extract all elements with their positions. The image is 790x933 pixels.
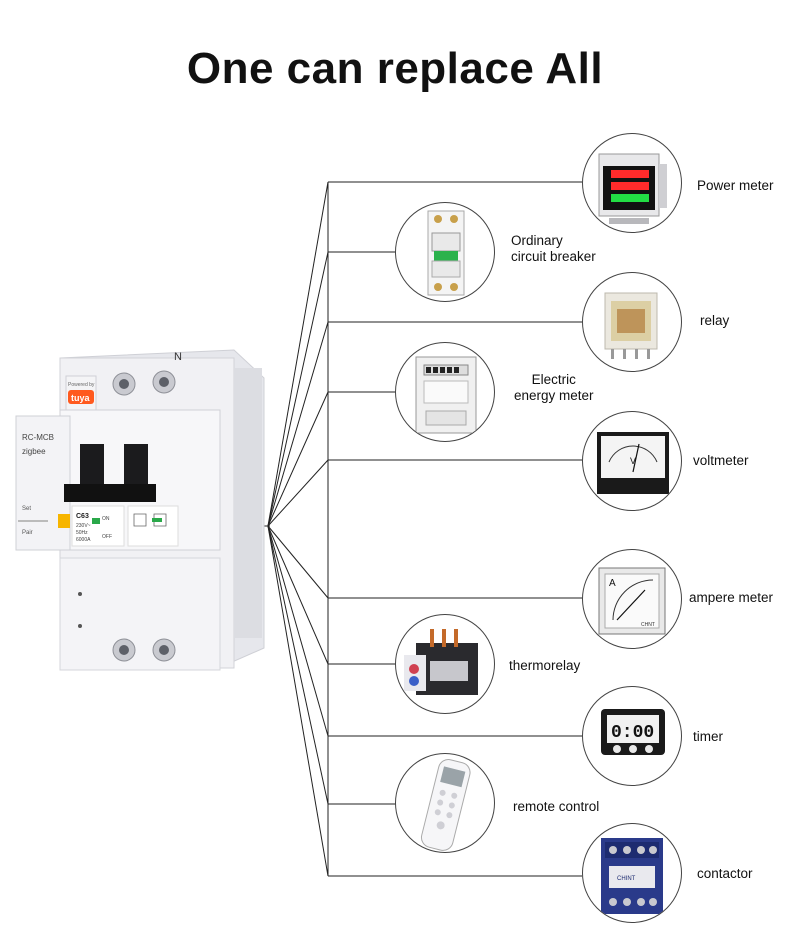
pair-label: Pair	[22, 530, 33, 536]
neutral-label: N	[174, 351, 182, 363]
model-label: RC-MCB	[22, 433, 54, 442]
powered-by-text: Powered by	[68, 382, 95, 388]
energy-meter-icon	[395, 342, 495, 442]
capacity-label: 6000A	[76, 537, 91, 543]
tuya-logo: tuya	[71, 393, 91, 403]
voltmeter-icon: V	[582, 411, 682, 511]
relay-icon	[582, 272, 682, 372]
label-circuit-breaker: Ordinary circuit breaker	[511, 233, 596, 264]
timer-icon: 0:00	[582, 686, 682, 786]
label-timer: timer	[693, 729, 723, 744]
label-voltmeter: voltmeter	[693, 453, 749, 468]
zigbee-label: zigbee	[22, 447, 46, 456]
contactor-brand: CHINT	[617, 876, 636, 882]
ampere-meter-icon: A CHNT	[582, 549, 682, 649]
off-label: OFF	[102, 534, 112, 540]
label-remote-control: remote control	[513, 799, 600, 814]
label-energy-meter: Electric energy meter	[514, 372, 594, 403]
ampere-brand: CHNT	[641, 622, 655, 628]
page-title: One can replace All	[186, 44, 604, 93]
frequency-label: 50Hz	[76, 530, 88, 536]
remote-control-icon	[395, 753, 495, 853]
label-thermorelay: thermorelay	[509, 658, 581, 673]
voltage-label: 230V~	[76, 523, 91, 529]
smart-circuit-breaker-image: N Powered by tuya RC-MCB zigbee Set Pair…	[14, 348, 274, 698]
label-ampere-meter: ampere meter	[689, 590, 774, 605]
label-relay: relay	[700, 313, 730, 328]
set-label: Set	[22, 506, 31, 512]
on-label: ON	[102, 516, 110, 522]
power-meter-icon	[582, 133, 682, 233]
circuit-breaker-icon	[395, 202, 495, 302]
timer-display: 0:00	[611, 723, 654, 743]
label-contactor: contactor	[697, 866, 753, 881]
contactor-icon: CHINT	[582, 823, 682, 923]
label-power-meter: Power meter	[697, 178, 774, 193]
voltmeter-unit: V	[630, 456, 636, 466]
rating-label: C63	[76, 513, 89, 520]
ampere-unit: A	[609, 578, 616, 589]
thermorelay-icon	[395, 614, 495, 714]
